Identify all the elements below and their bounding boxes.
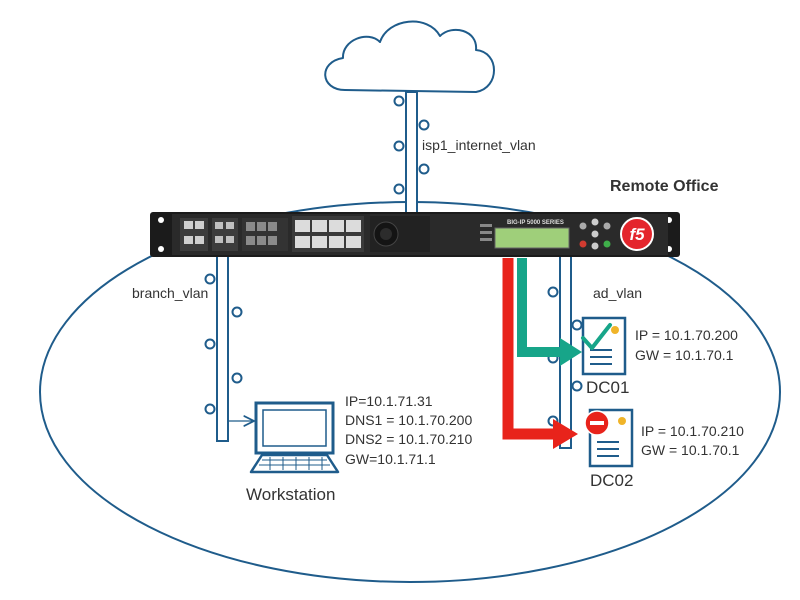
vlan-port-node [393, 140, 405, 152]
vlan-bar-branch [216, 254, 229, 442]
vlan-port-node [204, 273, 216, 285]
dc02-info-line: GW = 10.1.70.1 [641, 442, 740, 458]
f5-logo-icon: f5 [620, 217, 654, 251]
big-ip-appliance: BIG-IP 5000 SERIES f5 [150, 212, 680, 257]
dc01-path-arrow [517, 258, 582, 366]
dc01-name: DC01 [586, 378, 629, 397]
dc02-name: DC02 [590, 471, 633, 490]
minus-circle-icon [584, 410, 610, 436]
vlan-label-internet: isp1_internet_vlan [422, 137, 536, 153]
vlan-port-node [204, 338, 216, 350]
vlan-port-node [547, 286, 559, 298]
vlan-port-node [571, 319, 583, 331]
remote-office-boundary [39, 201, 781, 583]
vlan-port-node [571, 380, 583, 392]
vlan-port-node [204, 403, 216, 415]
internet-cloud-icon [324, 20, 495, 93]
svg-text:f5: f5 [629, 225, 645, 244]
workstation-name: Workstation [246, 485, 335, 504]
vlan-port-node [418, 119, 430, 131]
dc02-info-line: IP = 10.1.70.210 [641, 423, 744, 439]
check-icon [581, 323, 612, 350]
site-label: Remote Office [610, 178, 719, 195]
workstation-info-line: IP=10.1.71.31 [345, 393, 433, 409]
appliance-model-text: BIG-IP 5000 SERIES [507, 220, 564, 226]
vlan-port-node [418, 163, 430, 175]
vlan-port-node [231, 306, 243, 318]
vlan-port-node [231, 372, 243, 384]
vlan-label-ad: ad_vlan [593, 285, 642, 301]
workstation-info-line: DNS1 = 10.1.70.200 [345, 412, 472, 428]
vlan-bar-internet [405, 91, 418, 215]
workstation-icon [249, 401, 340, 474]
workstation-info-line: DNS2 = 10.1.70.210 [345, 431, 472, 447]
dc02-path-arrow [502, 258, 578, 449]
vlan-port-node [393, 95, 405, 107]
dc01-info-line: IP = 10.1.70.200 [635, 327, 738, 343]
vlan-port-node [393, 183, 405, 195]
dc01-info-line: GW = 10.1.70.1 [635, 347, 734, 363]
vlan-label-branch: branch_vlan [132, 285, 208, 301]
workstation-info-line: GW=10.1.71.1 [345, 451, 436, 467]
